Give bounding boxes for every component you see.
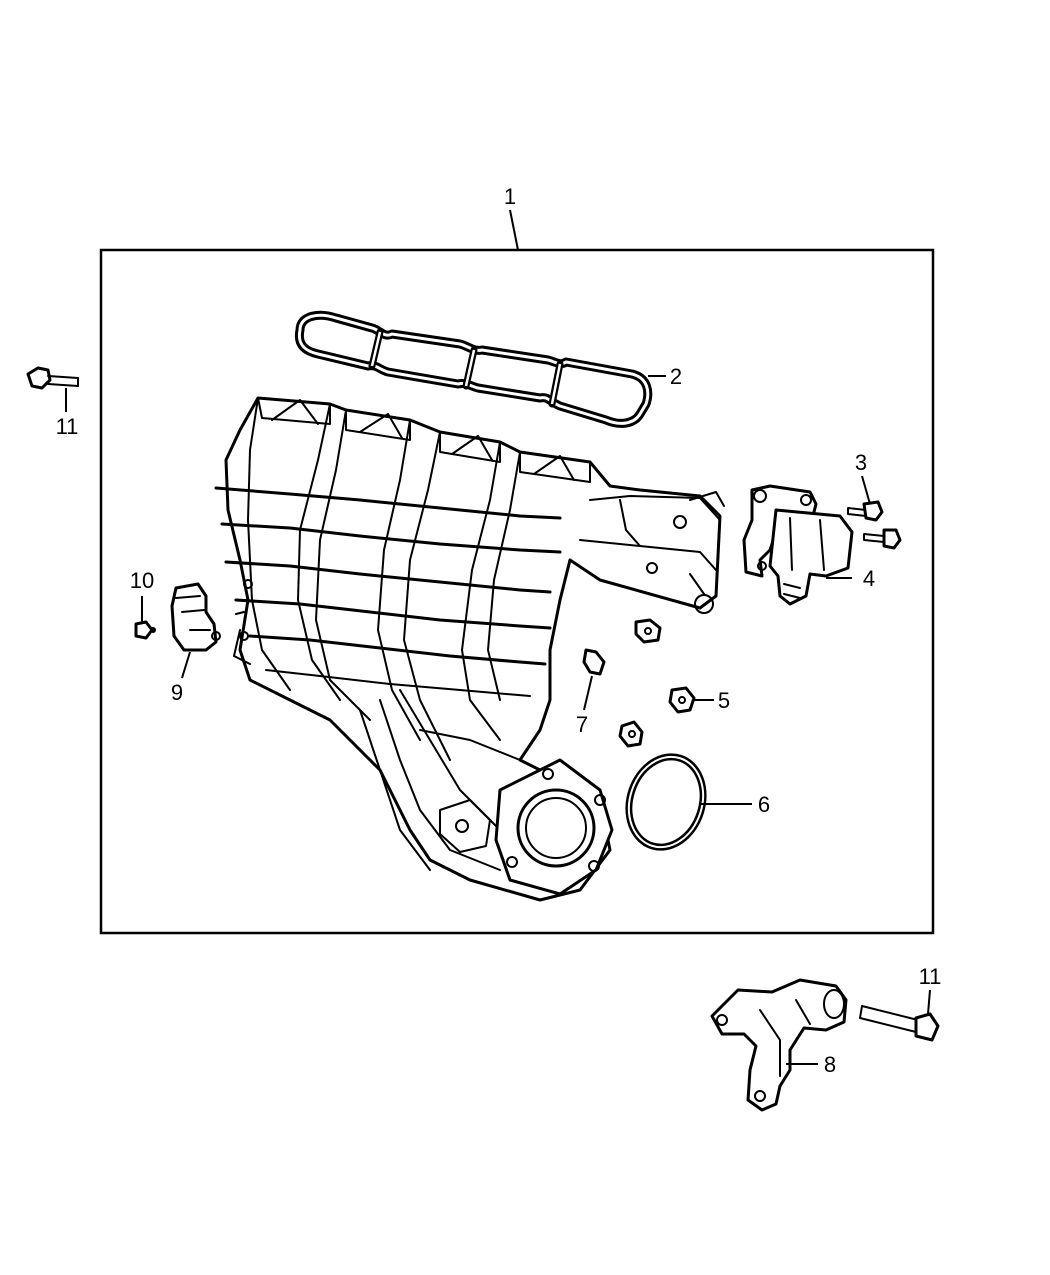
- bolt-3-lower: [863, 528, 902, 550]
- intake-manifold: [214, 396, 725, 902]
- support-bracket: [710, 978, 848, 1112]
- callout-9: 9: [171, 680, 183, 705]
- callout-5: 5: [718, 688, 730, 713]
- throttle-body-o-ring: [625, 753, 707, 851]
- clip-nut-7: [582, 648, 606, 676]
- callout-11-upper: 11: [56, 414, 79, 439]
- callout-8: 8: [824, 1052, 836, 1077]
- callout-4: 4: [863, 566, 875, 591]
- bolt-3-upper: [847, 500, 884, 522]
- clip-nut-upper: [634, 618, 662, 644]
- callout-6: 6: [758, 792, 770, 817]
- callout-2: 2: [670, 364, 682, 389]
- bolt-11-upper: [26, 366, 79, 390]
- callout-1: 1: [504, 184, 516, 209]
- map-sensor: [170, 582, 221, 652]
- manifold-gasket: [294, 310, 653, 428]
- tuning-valve-actuator: [742, 484, 854, 606]
- bolt-11-lower: [859, 1005, 940, 1042]
- clip-nut-lower: [618, 720, 644, 748]
- leader-lines: [65, 209, 931, 1065]
- callout-3: 3: [855, 450, 867, 475]
- screw-10: [134, 620, 156, 640]
- callout-7: 7: [576, 712, 588, 737]
- callout-10: 10: [130, 568, 154, 593]
- callout-11-lower: 11: [919, 964, 942, 989]
- clip-nut-5: [668, 686, 696, 714]
